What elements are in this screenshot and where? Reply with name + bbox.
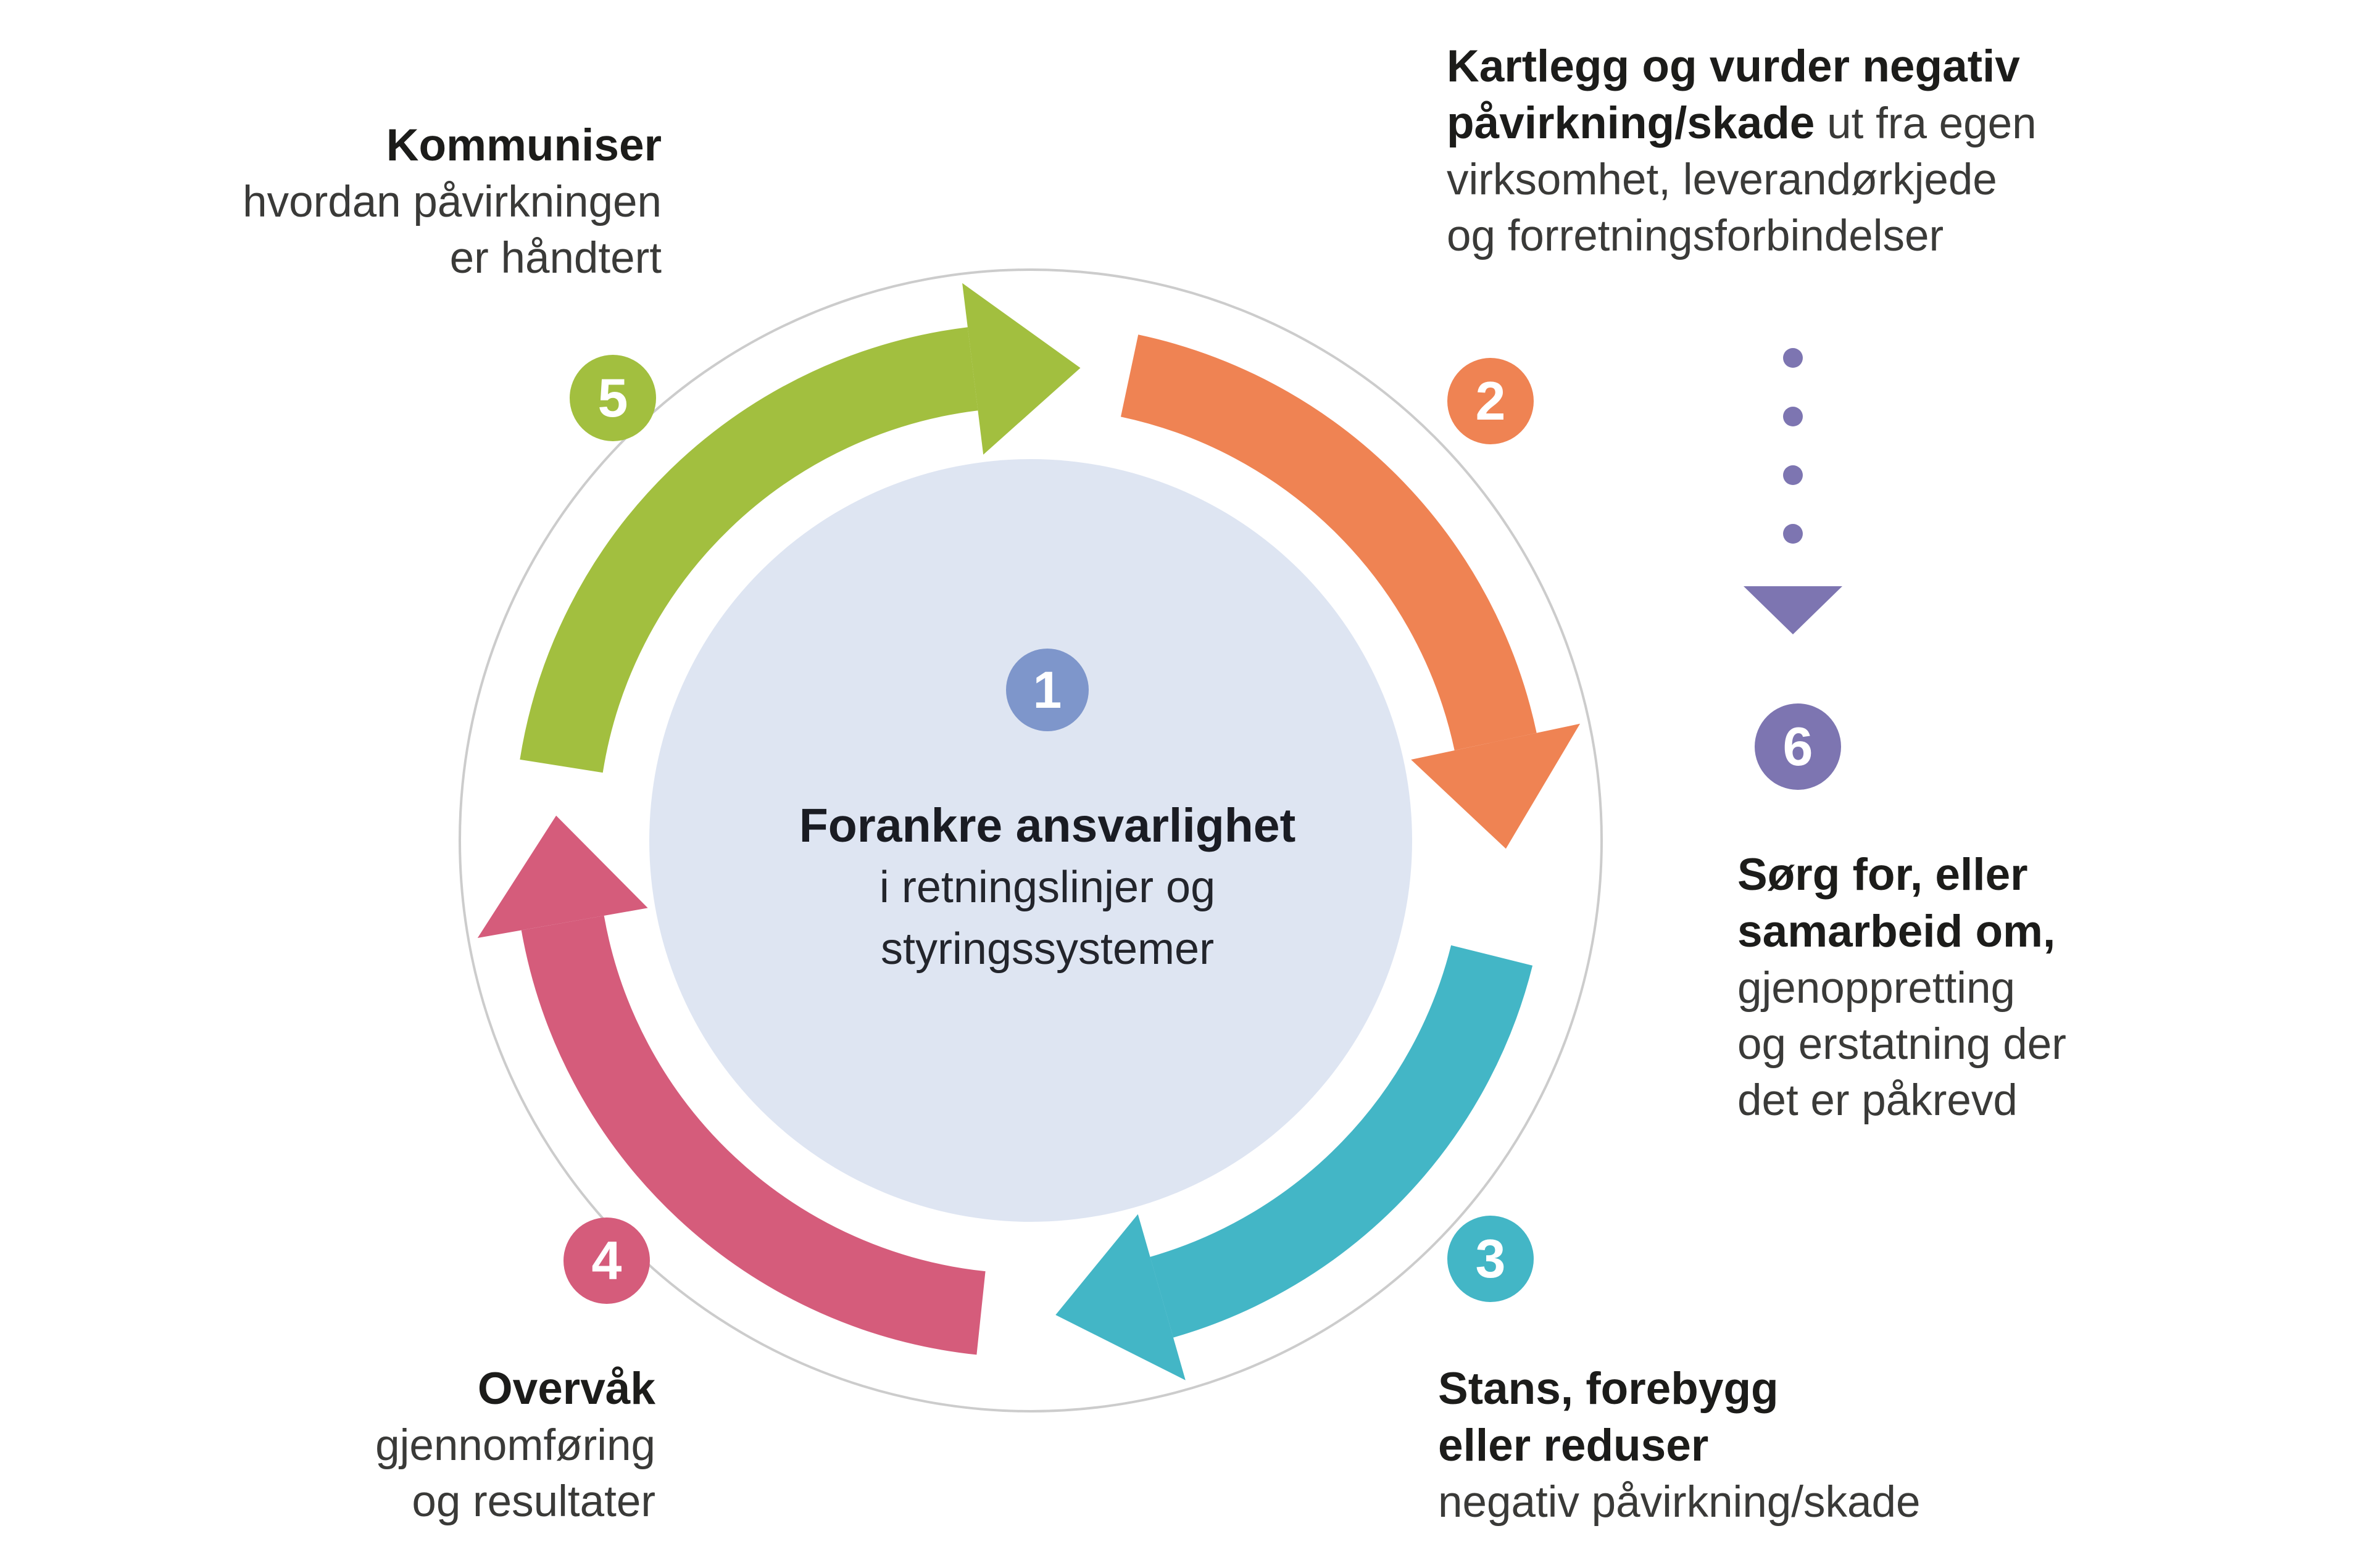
- step6-title-line2: samarbeid om,: [1737, 906, 2056, 956]
- step5-line2: hvordan påvirkningen: [243, 178, 662, 226]
- step4-title: Overvåk: [477, 1364, 655, 1414]
- step2-title-line2: påvirkning/skade: [1447, 98, 1815, 148]
- dotted-arrow-dot-1: [1783, 348, 1803, 368]
- step2-line2-regular: ut fra egen: [1815, 99, 2037, 148]
- cycle-arrow-step3-head: [1055, 1214, 1186, 1380]
- step3-title-line2: eller reduser: [1438, 1421, 1709, 1471]
- step4-line3: og resultater: [412, 1477, 655, 1526]
- cycle-arrow-step2: [1120, 334, 1581, 849]
- step3-title-line1: Stans, forebygg: [1438, 1364, 1779, 1414]
- step1-badge: 1: [1006, 649, 1089, 731]
- step1-badge-number: 1: [1033, 661, 1062, 719]
- cycle-arrow-step5-head: [962, 283, 1081, 455]
- step6-line3: gjenoppretting: [1737, 964, 2016, 1013]
- step4-badge-number: 4: [591, 1230, 622, 1291]
- step2-line3: virksomhet, leverandørkjede: [1447, 156, 1997, 204]
- step6-line4: og erstatning der: [1737, 1020, 2066, 1069]
- cycle-arrow-step4-arc: [521, 915, 986, 1355]
- step2-badge-number: 2: [1475, 370, 1506, 431]
- step6-line5: det er påkrevd: [1737, 1076, 2018, 1125]
- step6-title-line1: Sørg for, eller: [1737, 850, 2028, 900]
- inner-circle: [649, 459, 1412, 1222]
- step4-textblock: Overvåk gjennomføring og resultater: [375, 1361, 655, 1530]
- step6-badge: 6: [1755, 703, 1841, 790]
- step4-line2: gjennomføring: [375, 1421, 655, 1470]
- cycle-arrow-step3-arc: [1150, 945, 1533, 1338]
- step1-line2: i retningslinjer og: [879, 863, 1216, 912]
- cycle-arrow-step4: [477, 815, 986, 1355]
- dotted-arrow-dot-3: [1783, 465, 1803, 485]
- step2-line4: og forretningsforbindelser: [1447, 212, 1944, 260]
- cycle-arrow-step3: [1055, 945, 1533, 1380]
- cycle-arrow-step2-arc: [1120, 334, 1537, 751]
- cycle-arrow-step2-head: [1411, 723, 1581, 849]
- step6-badge-number: 6: [1782, 716, 1813, 777]
- dotted-arrow-dot-2: [1783, 407, 1803, 426]
- step5-line3: er håndtert: [449, 234, 662, 283]
- step3-badge-number: 3: [1475, 1228, 1506, 1289]
- step4-badge: 4: [563, 1217, 650, 1304]
- cycle-arrow-step4-head: [477, 815, 648, 938]
- cycle-arrow-step5: [520, 283, 1081, 773]
- step2-title-line1: Kartlegg og vurder negativ: [1447, 41, 2020, 91]
- step1-line3: styringssystemer: [880, 924, 1215, 974]
- step3-textblock: Stans, forebygg eller reduser negativ på…: [1438, 1361, 1921, 1530]
- step3-line3: negativ påvirkning/skade: [1438, 1478, 1921, 1527]
- step1-title: Forankre ansvarlighet: [799, 799, 1296, 852]
- step5-badge-number: 5: [597, 367, 628, 428]
- step2-badge: 2: [1447, 358, 1534, 444]
- step5-textblock: Kommuniser hvordan påvirkningen er håndt…: [243, 117, 662, 286]
- cycle-arrow-step5-arc: [520, 327, 978, 773]
- dotted-arrow-down-icon: [1744, 348, 1842, 634]
- step2-line2: påvirkning/skade ut fra egen: [1447, 95, 2037, 152]
- step2-textblock: Kartlegg og vurder negativ påvirkning/sk…: [1447, 38, 2037, 264]
- dotted-arrow-dot-4: [1783, 524, 1803, 544]
- step6-textblock: Sørg for, eller samarbeid om, gjenoppret…: [1737, 847, 2066, 1129]
- step1-center-text: Forankre ansvarlighet i retningslinjer o…: [646, 795, 1449, 980]
- dotted-arrow-head: [1744, 586, 1842, 634]
- step3-badge: 3: [1447, 1216, 1534, 1302]
- step5-badge: 5: [570, 355, 656, 441]
- step5-title: Kommuniser: [386, 120, 662, 170]
